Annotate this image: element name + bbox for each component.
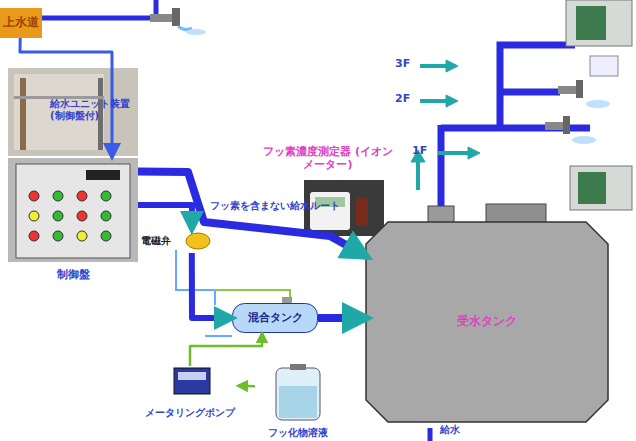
riser-pipe	[441, 45, 590, 206]
supply-pipe	[42, 0, 156, 18]
node-text: 混合タンク	[248, 312, 303, 325]
mixing-tank: 混合タンク	[232, 303, 318, 333]
solution-bottle: フッ化物溶液	[255, 364, 341, 438]
node-text: 受水タンク	[457, 315, 517, 329]
control-panel-shape	[8, 158, 138, 282]
floor-label: 2F	[395, 93, 419, 106]
mixed-water-pipe	[318, 314, 366, 322]
tap-symbol	[545, 56, 618, 144]
meter-node: フッ素濃度測定器 (イオンメーター)	[262, 146, 394, 240]
floor-label: 1F	[412, 145, 436, 158]
unit-photo	[8, 68, 138, 156]
valve-pipe	[192, 253, 232, 318]
node-text: フッ化物溶液	[268, 427, 328, 439]
water-main-box: 上水道	[0, 8, 42, 38]
tap-symbol	[150, 8, 206, 35]
floor-label: 3F	[395, 58, 419, 71]
storage-tank: 受水タンク	[366, 222, 608, 422]
node-text: 上水道	[3, 16, 39, 30]
metering-pump: メータリングポンプ	[142, 366, 238, 418]
node-text: メータリングポンプ	[145, 407, 235, 419]
node-text: 制御盤	[57, 269, 90, 282]
control-panel: 制御盤	[8, 158, 138, 282]
node-text: 電磁弁	[140, 235, 171, 247]
dosing-line	[190, 333, 262, 366]
suction-line	[238, 385, 255, 388]
unit-label: 給水ユニット装置 (制御盤付)	[50, 98, 136, 121]
edge-label: フッ素を含まない給水ルート	[210, 200, 360, 212]
feed-pipe	[138, 205, 192, 229]
equipment-photo	[566, 0, 632, 210]
solenoid-valve: 電磁弁	[140, 229, 212, 253]
node-text: フッ素濃度測定器 (イオンメーター)	[262, 146, 394, 171]
inlet-label: 給水	[440, 424, 480, 436]
